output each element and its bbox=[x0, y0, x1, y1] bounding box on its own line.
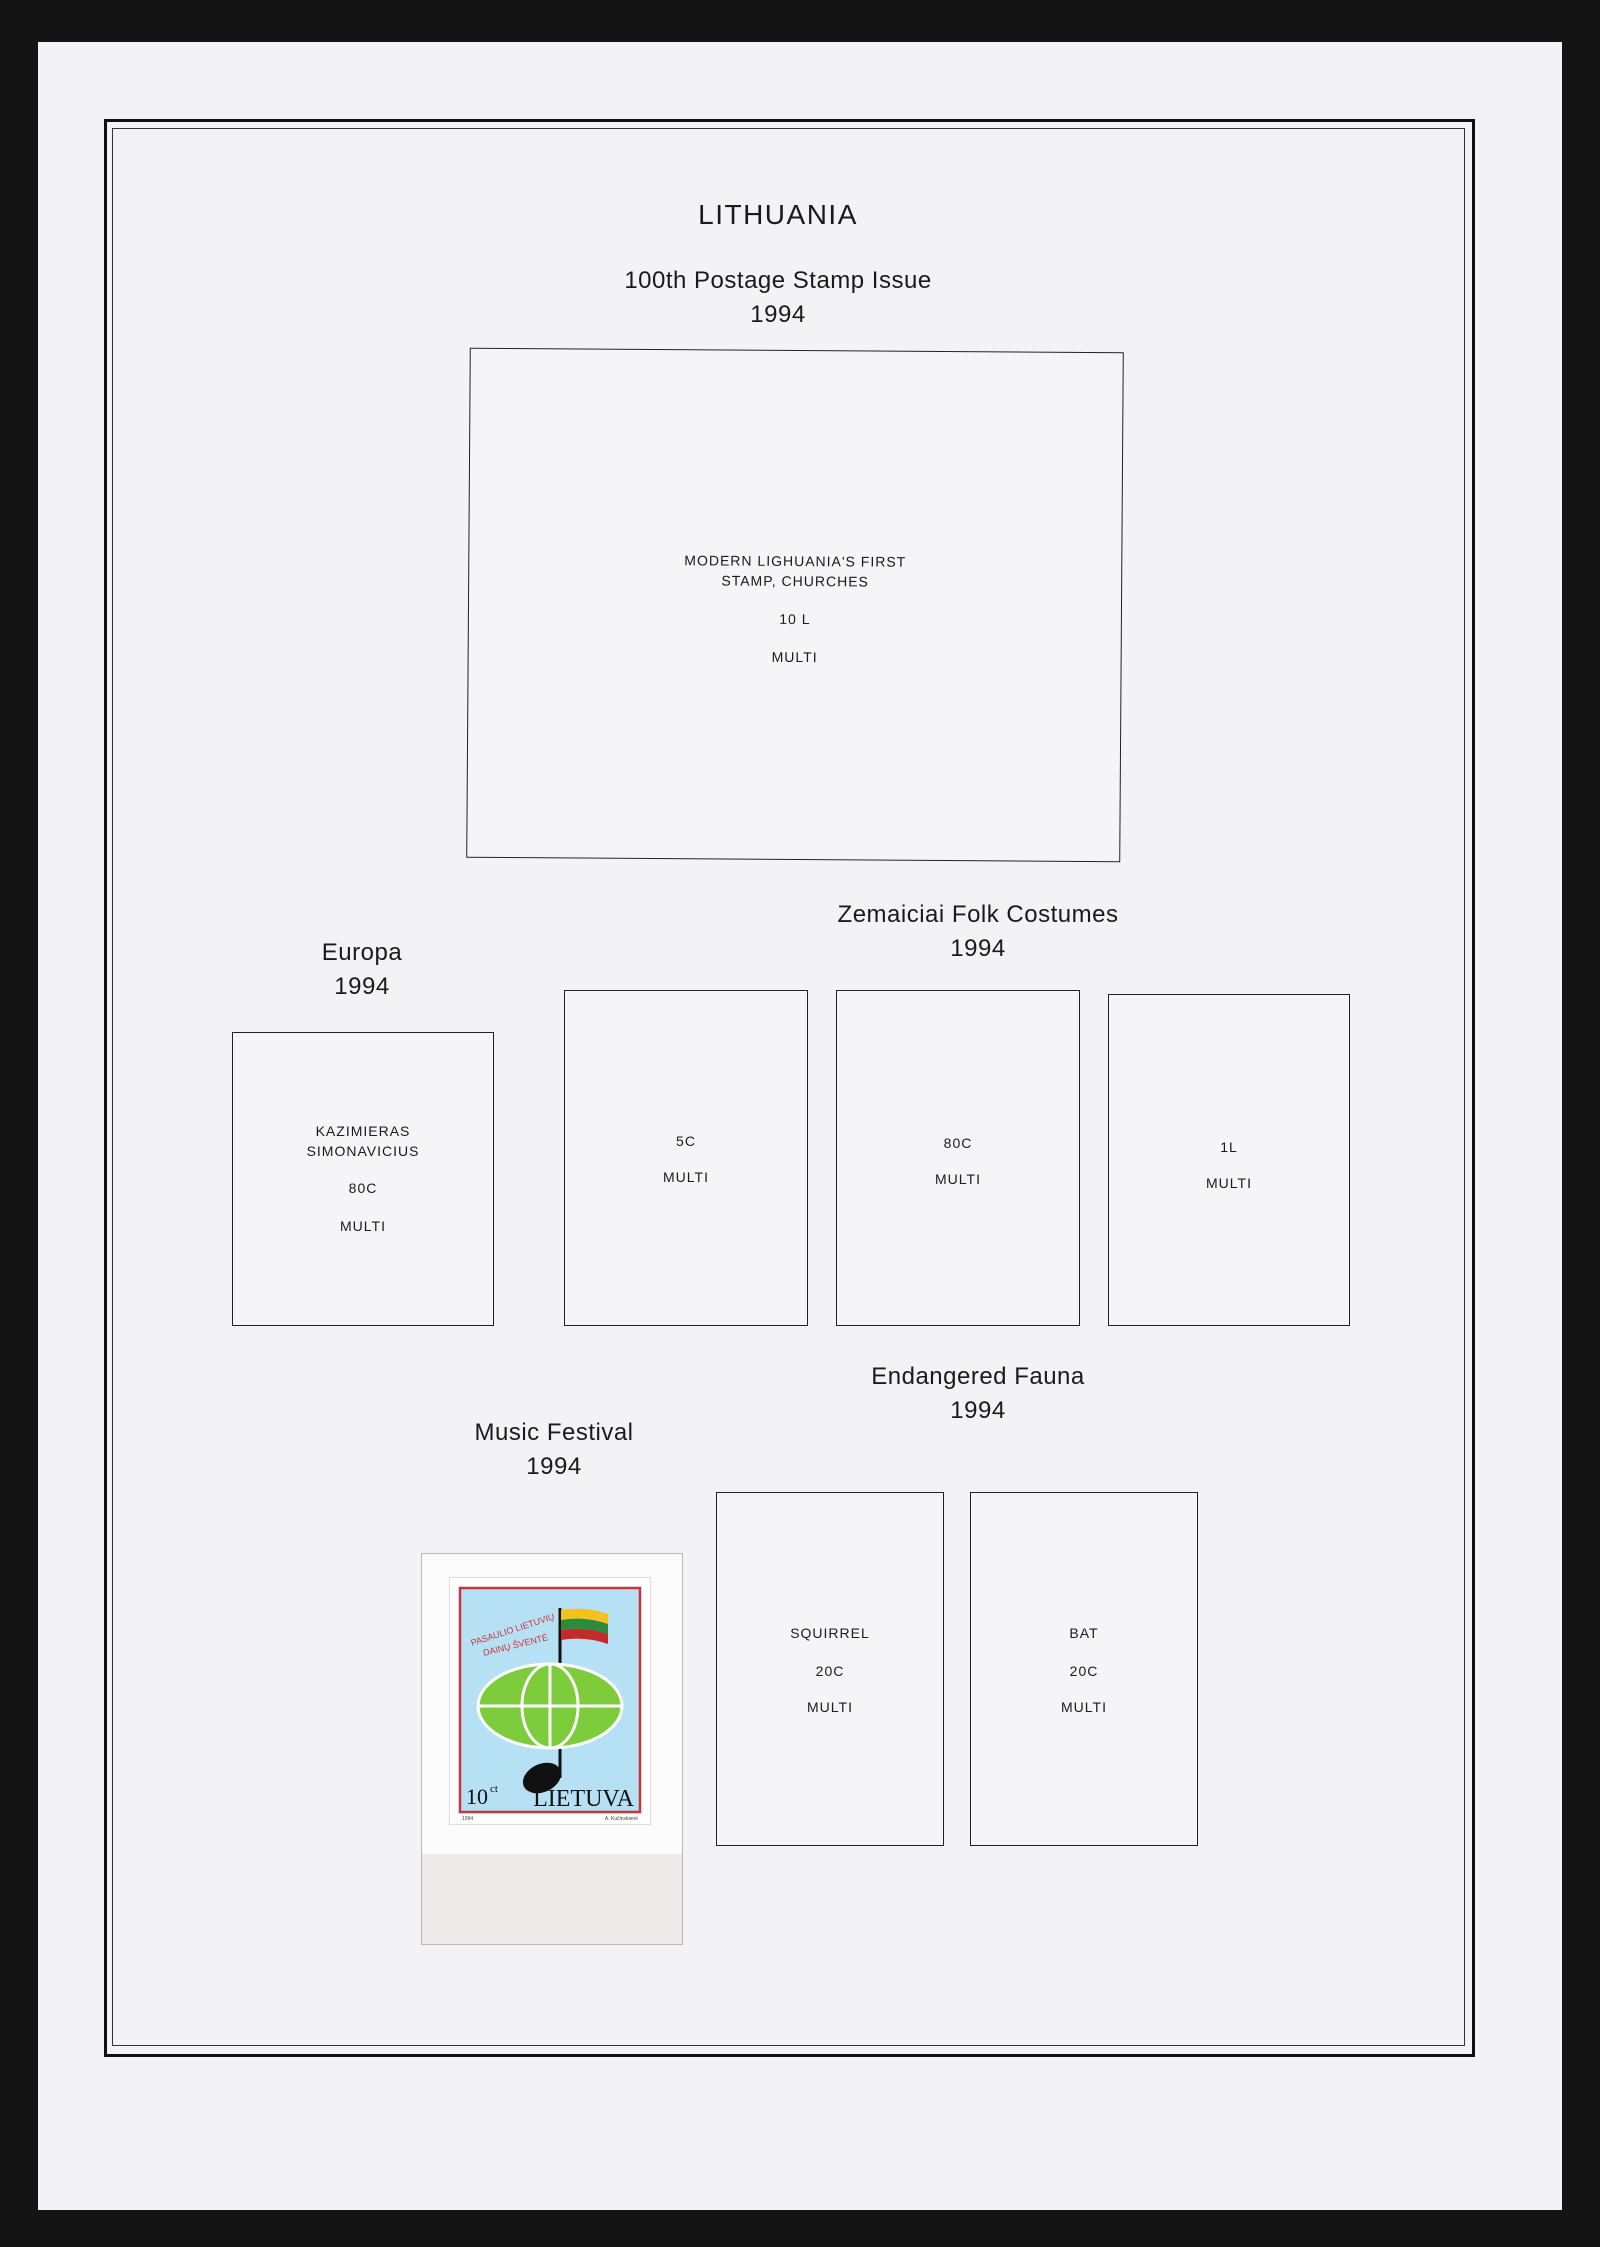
stamp-color: MULTI bbox=[935, 1171, 981, 1187]
stamp-color: MULTI bbox=[771, 648, 818, 666]
stamp-description: Simonavicius bbox=[306, 1143, 420, 1159]
stamp-artwork: PASAULIO LIETUVIŲ DAINŲ ŠVENTĖ 10 ct LIE… bbox=[454, 1582, 646, 1822]
mount-flap bbox=[422, 1854, 682, 1944]
section-title: Music Festival bbox=[474, 1419, 634, 1446]
stamp-value: 5c bbox=[676, 1133, 696, 1149]
stamp-value: 10 L bbox=[779, 610, 811, 628]
stamp-description: Bat bbox=[1069, 1625, 1099, 1641]
stamp-space-europa: Kazimieras Simonavicius 80c MULTI bbox=[232, 1032, 494, 1326]
section-title: Europa bbox=[321, 939, 403, 966]
section-heading-costumes: Zemaiciai Folk Costumes 1994 bbox=[778, 898, 1178, 966]
section-year: 1994 bbox=[950, 1397, 1006, 1424]
section-title: 100th Postage Stamp Issue bbox=[624, 267, 932, 294]
stamp-denomination: 10 bbox=[466, 1784, 488, 1809]
section-heading-fauna: Endangered Fauna 1994 bbox=[818, 1360, 1138, 1428]
page-title: LITHUANIA bbox=[698, 199, 858, 230]
stamp-mount: PASAULIO LIETUVIŲ DAINŲ ŠVENTĖ 10 ct LIE… bbox=[421, 1553, 683, 1945]
stamp-space-squirrel: Squirrel 20c MULTI bbox=[716, 1492, 944, 1846]
stamp-value: 20c bbox=[815, 1663, 845, 1679]
section-year: 1994 bbox=[750, 301, 806, 328]
page-border-inner bbox=[112, 128, 1465, 2046]
section-heading-postage: 100th Postage Stamp Issue 1994 bbox=[558, 264, 998, 332]
section-year: 1994 bbox=[334, 973, 390, 1000]
stamp-color: MULTI bbox=[1061, 1699, 1107, 1715]
album-page: LITHUANIA 100th Postage Stamp Issue 1994… bbox=[38, 42, 1562, 2210]
stamp-description: Kazimieras bbox=[315, 1123, 411, 1139]
stamp-designer: A. Kučinskienė bbox=[605, 1816, 638, 1822]
stamp-space-costume-1: 5c MULTI bbox=[564, 990, 808, 1326]
section-title: Endangered Fauna bbox=[871, 1363, 1085, 1390]
stamp-space-costume-2: 80c MULTI bbox=[836, 990, 1080, 1326]
section-heading-music: Music Festival 1994 bbox=[404, 1416, 704, 1484]
stamp-music-festival: PASAULIO LIETUVIŲ DAINŲ ŠVENTĖ 10 ct LIE… bbox=[450, 1578, 650, 1824]
stamp-value: 20c bbox=[1069, 1663, 1099, 1679]
stamp-color: MULTi bbox=[1206, 1175, 1252, 1191]
section-title: Zemaiciai Folk Costumes bbox=[837, 901, 1119, 928]
section-year: 1994 bbox=[950, 935, 1006, 962]
stamp-color: MULTI bbox=[340, 1218, 386, 1234]
stamp-value: 80c bbox=[943, 1135, 973, 1151]
stamp-description: stamp, churches bbox=[721, 572, 869, 590]
stamp-color: MULTI bbox=[807, 1699, 853, 1715]
stamp-color: MULTI bbox=[663, 1169, 709, 1185]
section-year: 1994 bbox=[526, 1453, 582, 1480]
stamp-denomination-unit: ct bbox=[490, 1783, 498, 1795]
stamp-value: 80c bbox=[348, 1180, 378, 1196]
stamp-space-costume-3: 1L MULTi bbox=[1108, 994, 1350, 1326]
stamp-year: 1994 bbox=[462, 1816, 473, 1822]
stamp-space-postage: Modern Lighuania's first stamp, churches… bbox=[466, 347, 1124, 863]
stamp-value: 1L bbox=[1220, 1139, 1238, 1155]
stamp-country: LIETUVA bbox=[533, 1786, 635, 1812]
stamp-space-bat: Bat 20c MULTI bbox=[970, 1492, 1198, 1846]
page-border-outer bbox=[104, 119, 1475, 2057]
section-heading-europa: Europa 1994 bbox=[262, 936, 462, 1004]
stamp-description: Squirrel bbox=[790, 1625, 870, 1641]
